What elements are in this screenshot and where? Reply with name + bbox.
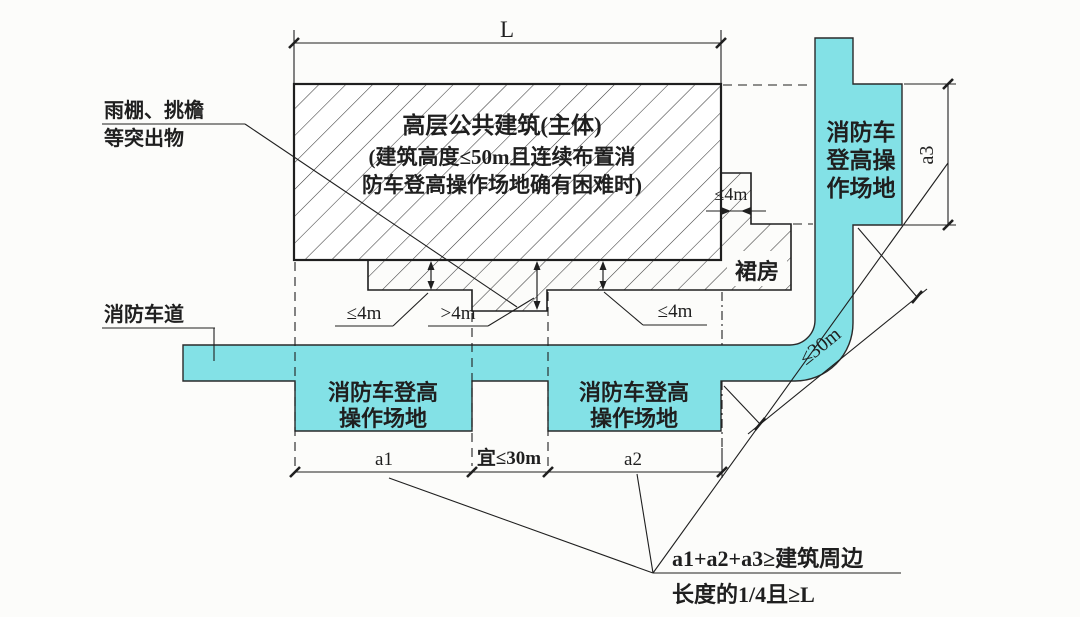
formula-line1: a1+a2+a3≥建筑周边 <box>672 546 864 571</box>
podium-outline <box>367 172 792 312</box>
area-bottom-left-line2: 操作场地 <box>339 406 427 431</box>
area-bottom-left-line1: 消防车登高 <box>328 380 438 405</box>
operation-area-texts: 消防车登高 操作场地 消防车登高 操作场地 消防车 登高操 作场地 <box>328 119 896 431</box>
projection-arrows <box>427 261 607 310</box>
setback-mid-label: >4m <box>441 303 476 324</box>
building-note-1: (建筑高度≤50m且连续布置消 <box>368 145 635 169</box>
setback-mid-leader <box>487 297 535 327</box>
protrusion-label-2: 等突出物 <box>104 126 184 150</box>
dim-a2-label: a2 <box>624 449 642 470</box>
fire-lane-label: 消防车道 <box>104 302 184 326</box>
building-main <box>292 82 723 262</box>
area-bottom-right-line2: 操作场地 <box>590 406 678 431</box>
fire-lane-and-operation-areas <box>182 37 903 432</box>
setback-right-leader <box>603 291 644 326</box>
dim-gap-label: 宜≤30m <box>477 446 541 469</box>
formula-leaders <box>388 162 949 574</box>
building-note-2: 防车登高操作场地确有困难时) <box>362 173 642 197</box>
area-bottom-right-line1: 消防车登高 <box>579 380 689 405</box>
dimension-step-4m <box>706 207 766 215</box>
area-right-line1: 消防车 <box>827 119 896 145</box>
area-right-line3: 作场地 <box>827 176 896 201</box>
area-right-line2: 登高操 <box>826 147 896 173</box>
dim-a3-label: a3 <box>916 146 938 165</box>
podium-label-bg <box>727 251 787 286</box>
dimension-a3 <box>942 78 954 231</box>
dim-L-label: L <box>500 17 514 42</box>
podium-label: 裙房 <box>735 259 779 284</box>
setback-left-label: ≤4m <box>347 303 382 324</box>
setback-right-label: ≤4m <box>658 301 693 322</box>
protrusion-leader <box>102 123 518 308</box>
dimension-bottom-chain <box>289 466 728 478</box>
dim-a1-label: a1 <box>375 449 393 470</box>
fire-lane-leader <box>102 327 215 361</box>
building-title: 高层公共建筑(主体) <box>402 112 601 138</box>
formula-line2: 长度的1/4且≥L <box>672 582 815 607</box>
dimension-L <box>288 30 727 83</box>
protrusion-label-1: 雨棚、挑檐 <box>104 98 204 122</box>
dim-step-4m-label: ≤4m <box>715 184 748 204</box>
setback-left-leader <box>392 292 429 327</box>
